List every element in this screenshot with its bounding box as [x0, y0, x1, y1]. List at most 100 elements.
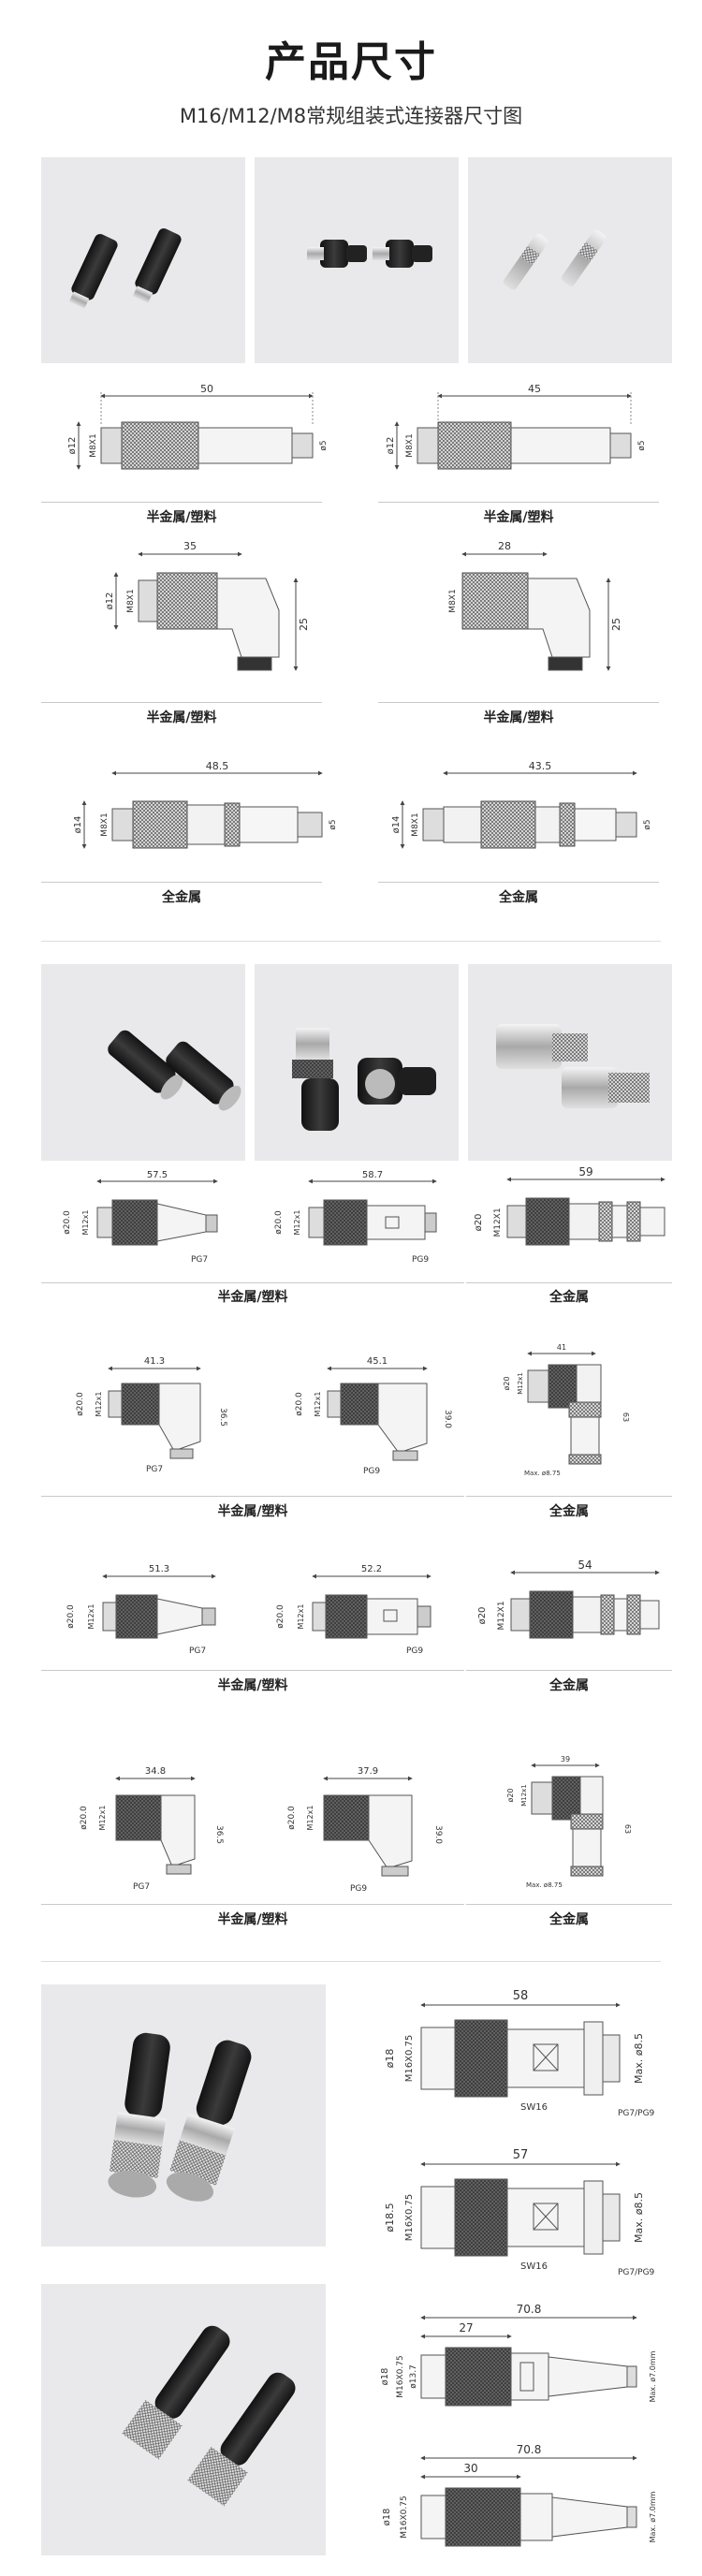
photo-m8-angled-pair: [255, 157, 459, 363]
drawing-m8-metal-43-5: 43.5 ø14 M8X1 ø5: [391, 760, 652, 849]
dim-thread: M16X0.75: [400, 2496, 409, 2538]
dim-height: 25: [298, 618, 310, 631]
drawing-m12-metal-angled-39: 39 ø20 M12x1 63 Max. ø8.75: [506, 1755, 632, 1889]
dim-thread: M16X0.75: [404, 2035, 415, 2082]
dim-thread: M12x1: [297, 1604, 305, 1630]
page-title: 产品尺寸: [265, 38, 437, 86]
dim-length: 35: [183, 540, 197, 552]
dim-height: 63: [622, 1412, 630, 1422]
wrench-label: SW16: [520, 2261, 548, 2272]
caption-underline: [466, 1670, 672, 1671]
dim-inner-diameter: ø13.7: [409, 2364, 418, 2389]
caption-underline: [41, 1670, 464, 1671]
dim-thread: M12x1: [98, 1806, 107, 1831]
dim-pin: ø5: [319, 440, 329, 450]
dim-thread: M8X1: [411, 812, 420, 836]
caption-underline: [41, 502, 322, 503]
dim-inner-length: 30: [463, 2462, 477, 2475]
dim-diameter: ø20.0: [66, 1604, 76, 1629]
caption-half-metal: 半金属/塑料: [483, 510, 554, 525]
caption-underline: [378, 882, 659, 883]
dim-diameter: ø14: [391, 816, 402, 834]
dim-diameter: ø20.0: [63, 1210, 72, 1235]
caption-half-metal: 半金属/塑料: [146, 510, 217, 525]
dim-height: 39.0: [433, 1825, 443, 1844]
caption-half-metal: 半金属/塑料: [483, 710, 554, 725]
dim-diameter: ø20.0: [80, 1806, 89, 1830]
dim-length: 39: [561, 1755, 570, 1764]
caption-underline: [41, 702, 322, 703]
dim-height: 39.0: [443, 1410, 452, 1428]
caption-underline: [378, 702, 659, 703]
drawing-m12-angled-41-3-pg7: 41.3 ø20.0 M12x1 36.5 PG7: [76, 1356, 227, 1474]
dim-thread: M8X1: [100, 812, 110, 836]
caption-underline: [466, 1904, 672, 1905]
dim-diameter: ø20: [474, 1214, 484, 1232]
dim-thread: M12x1: [293, 1210, 301, 1236]
dim-thread: M16X0.75: [396, 2355, 405, 2397]
dim-diameter: ø20.0: [287, 1806, 297, 1830]
caption-half-metal: 半金属/塑料: [217, 1678, 288, 1693]
dim-diameter: ø18: [384, 2049, 396, 2069]
caption-half-metal: 半金属/塑料: [217, 1504, 288, 1519]
dim-length: 45.1: [367, 1356, 388, 1367]
caption-half-metal: 半金属/塑料: [217, 1912, 288, 1927]
dim-thread: M16X0.75: [404, 2194, 415, 2241]
dim-diameter: ø20: [477, 1607, 488, 1625]
photo-m16-plastic-pair: [41, 2284, 326, 2555]
dim-diameter: ø20: [503, 1376, 511, 1390]
drawing-m16-70-8-b: 70.8 30 ø18 M16X0.75 Max. ø7.0mm: [382, 2443, 657, 2547]
caption-full-metal: 全金属: [549, 1504, 589, 1519]
dim-thread: M12x1: [81, 1210, 90, 1236]
gland-label: PG7: [133, 1882, 150, 1892]
gland-label: PG7: [146, 1465, 163, 1474]
dim-length: 41.3: [144, 1356, 165, 1367]
drawing-m12-metal-59: 59 ø20 M12X1: [474, 1165, 665, 1246]
dim-length: 70.8: [517, 2303, 542, 2316]
dim-length: 51.3: [149, 1564, 169, 1574]
dim-length: 59: [578, 1165, 592, 1178]
photo-m16-metal-pair: [41, 1984, 326, 2247]
dim-diameter: ø12: [67, 437, 78, 455]
dim-length: 41: [557, 1343, 566, 1352]
drawing-m12-straight-51-3-pg7: 51.3 ø20.0 M12x1 PG7: [66, 1564, 216, 1656]
dim-pin: ø5: [643, 819, 652, 829]
caption-full-metal: 全金属: [549, 1912, 589, 1927]
drawing-m12-angled-37-9-pg9: 37.9 ø20.0 M12x1 39.0 PG9: [287, 1766, 443, 1894]
dim-diameter: ø20.0: [295, 1392, 304, 1416]
dim-diameter: ø20: [506, 1788, 515, 1802]
dim-length: 43.5: [529, 760, 552, 772]
caption-half-metal: 半金属/塑料: [217, 1290, 288, 1305]
drawing-m16-57: 57 ø18.5 M16X0.75 Max. ø8.5 SW16 PG7/PG9: [384, 2148, 655, 2277]
wrench-label: SW16: [520, 2102, 548, 2113]
dim-length: 57: [513, 2148, 529, 2162]
dim-thread: M12x1: [95, 1392, 103, 1417]
drawing-m12-straight-52-2-pg9: 52.2 ø20.0 M12x1 PG9: [276, 1564, 431, 1656]
dim-diameter: ø12: [105, 593, 115, 610]
drawing-m12-angled-34-8-pg7: 34.8 ø20.0 M12x1 36.5 PG7: [80, 1766, 224, 1892]
max-label: Max. ø8.75: [526, 1881, 563, 1889]
dim-thread: M12x1: [87, 1604, 95, 1630]
dim-height: 36.5: [214, 1825, 224, 1844]
drawing-m8-straight-50: 50 ø12 M8X1 ø5: [67, 383, 329, 470]
drawing-m16-70-8-a: 70.8 27 ø18 M16X0.75 ø13.7 Max. ø7.0mm: [380, 2303, 657, 2407]
photo-m12-metal-angled-pair: [468, 964, 672, 1161]
max-label: Max. ø8.75: [524, 1470, 561, 1477]
caption-full-metal: 全金属: [162, 890, 201, 905]
dim-diameter: ø20.0: [76, 1392, 85, 1416]
gland-label: PG9: [350, 1884, 367, 1894]
dim-diameter: ø12: [386, 437, 396, 455]
dim-max: Max. ø8.5: [633, 2033, 645, 2084]
dim-diameter: ø20.0: [276, 1604, 285, 1629]
gland-label: PG7: [191, 1255, 208, 1265]
dim-inner-length: 27: [459, 2321, 473, 2334]
dim-max: Max. ø7.0mm: [649, 2350, 657, 2402]
dim-length: 50: [200, 383, 213, 395]
page-subtitle: M16/M12/M8常规组装式连接器尺寸图: [179, 105, 523, 127]
dim-max: Max. ø8.5: [633, 2192, 645, 2243]
dim-diameter: ø18: [380, 2368, 390, 2386]
dim-height: 63: [623, 1824, 632, 1834]
dim-diameter: ø20.0: [274, 1210, 284, 1235]
gland-label: PG7/PG9: [618, 2268, 655, 2277]
section-divider: [41, 1961, 661, 1962]
